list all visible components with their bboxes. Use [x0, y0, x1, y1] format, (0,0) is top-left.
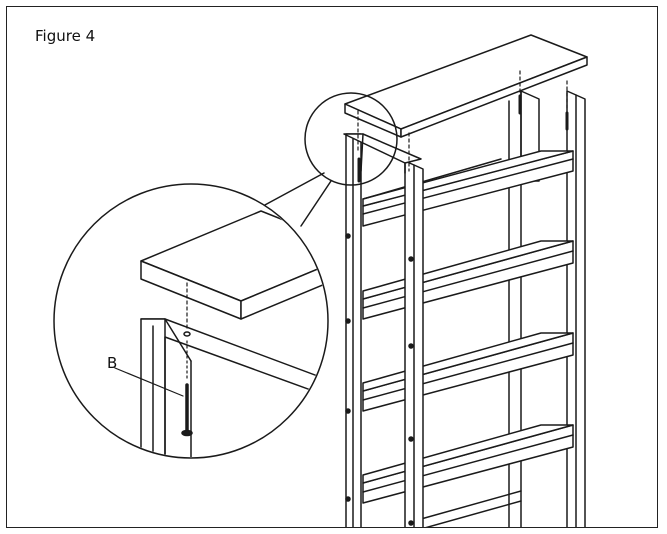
shelf-4: [362, 424, 574, 504]
figure-frame: Figure 4 B: [6, 6, 658, 528]
leader-line-upper: [262, 172, 325, 207]
front-left-upright: [345, 133, 362, 527]
shelf-1: [362, 150, 574, 227]
top-frame-rail: [343, 133, 422, 174]
top-panel: [344, 34, 588, 138]
magnified-detail: [53, 183, 329, 459]
front-right-upright: [404, 160, 424, 527]
part-b-pointer: [114, 367, 184, 397]
shelf-5: [420, 490, 522, 527]
screw-b-icon: [181, 331, 193, 437]
shelves: [362, 150, 574, 527]
shelf-3: [362, 332, 574, 412]
bookcase: [343, 34, 588, 527]
shelf-2: [362, 240, 574, 320]
screw-guides: [357, 70, 568, 172]
leader-line-lower: [300, 180, 332, 227]
part-label-b: B: [107, 354, 118, 372]
figure-title: Figure 4: [35, 27, 96, 45]
detail-reference-circle: [304, 92, 398, 186]
assembly-diagram: [53, 34, 588, 527]
screws-main: [357, 94, 569, 183]
